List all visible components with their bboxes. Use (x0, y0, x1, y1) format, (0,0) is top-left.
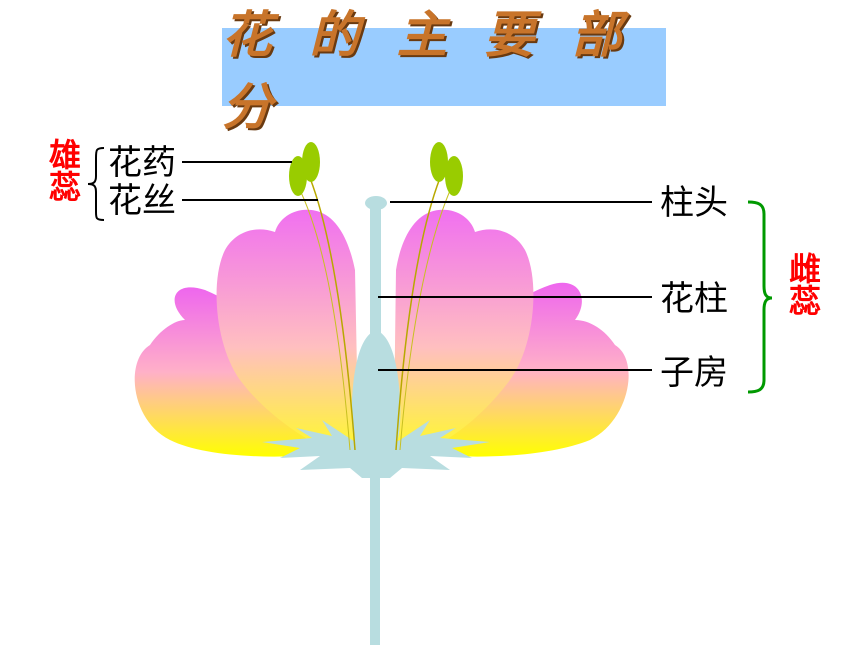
page-title: 花 的 主 要 部分 (222, 5, 632, 136)
filament-right (395, 177, 441, 451)
sepals (262, 420, 490, 478)
style-label: 花柱 (660, 279, 728, 319)
pistil-brace (747, 200, 773, 394)
stigma-label: 柱头 (660, 183, 728, 223)
anther-right-2 (445, 156, 463, 196)
filament-right-2 (399, 185, 453, 451)
stigma (365, 196, 387, 210)
style-tube (370, 205, 381, 340)
pistil-group-label: 雌蕊 (784, 252, 822, 316)
anther-label: 花药 (108, 143, 176, 183)
ovary (351, 330, 401, 466)
stamen-brace (87, 147, 105, 221)
filament-left-2 (297, 185, 351, 451)
stamen-group-label: 雄蕊 (44, 138, 82, 202)
title-banner: 花 的 主 要 部分 (222, 5, 666, 136)
petal-front-left (216, 209, 358, 460)
anther-left-2 (302, 142, 320, 182)
petal-front-right (394, 209, 534, 460)
stem (370, 470, 380, 645)
anther-right-1 (430, 142, 448, 182)
filament-label: 花丝 (108, 181, 176, 221)
ovary-label: 子房 (660, 353, 728, 393)
